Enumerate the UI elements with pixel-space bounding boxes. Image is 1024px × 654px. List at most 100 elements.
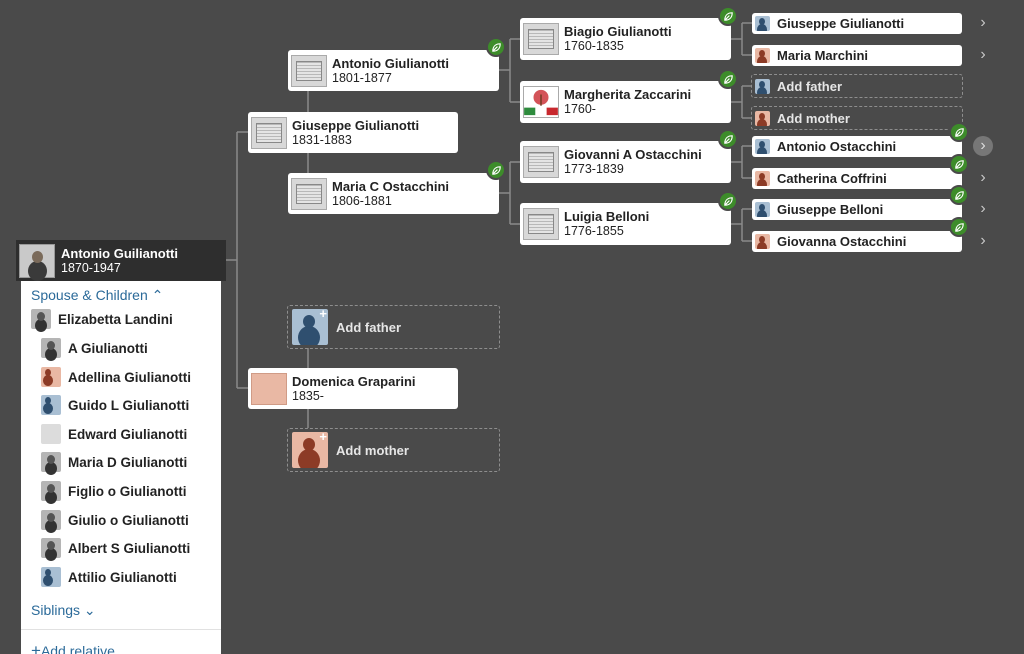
add-father-label: Add father xyxy=(336,319,401,335)
avatar xyxy=(41,424,61,444)
person-name: Biagio Giulianotti xyxy=(564,24,672,39)
child-row[interactable]: Guido L Giulianotti xyxy=(41,395,189,415)
person-dates: 1760- xyxy=(564,102,596,116)
avatar xyxy=(41,510,61,530)
female-avatar-icon xyxy=(755,234,770,249)
focus-person-photo xyxy=(19,243,55,278)
chevron-right-icon[interactable]: › xyxy=(973,136,993,156)
person-dates: 1835- xyxy=(292,388,324,403)
avatar xyxy=(31,309,51,329)
add-mother-label: Add mother xyxy=(336,442,409,458)
add-mother-slot[interactable]: Add mother xyxy=(751,106,963,130)
person-dates: 1801-1877 xyxy=(332,70,392,85)
document-photo xyxy=(523,23,559,55)
family-panel: Spouse & Children ⌃ Elizabetta Landini A… xyxy=(21,281,221,654)
child-row[interactable]: Giulio o Giulianotti xyxy=(41,510,189,530)
avatar xyxy=(41,481,61,501)
avatar xyxy=(41,452,61,472)
female-avatar-icon: + xyxy=(292,432,328,468)
focus-person-dates: 1870-1947 xyxy=(61,260,121,275)
ancestor-row[interactable]: Giuseppe Giulianotti xyxy=(752,13,962,34)
hint-leaf-icon[interactable] xyxy=(718,6,738,26)
female-avatar xyxy=(251,372,287,405)
person-dates: 1806-1881 xyxy=(332,193,392,208)
hint-leaf-icon[interactable] xyxy=(718,129,738,149)
male-avatar-icon: + xyxy=(292,309,328,345)
ancestor-row[interactable]: Catherina Coffrini xyxy=(752,168,962,189)
chevron-right-icon[interactable]: › xyxy=(980,200,986,217)
avatar xyxy=(41,395,61,415)
female-avatar-icon xyxy=(755,110,770,126)
person-dates: 1831-1883 xyxy=(292,132,352,147)
hint-leaf-icon[interactable] xyxy=(949,217,969,237)
male-avatar-icon xyxy=(755,202,770,217)
child-row[interactable]: Edward Giulianotti xyxy=(41,424,187,444)
plus-icon: + xyxy=(31,641,41,654)
child-row[interactable]: A Giulianotti xyxy=(41,338,148,358)
document-photo xyxy=(291,54,327,87)
focus-person-name: Antonio Guilianotti xyxy=(61,245,178,261)
person-name: Giuseppe Giulianotti xyxy=(292,117,420,133)
ancestor-row[interactable]: Maria Marchini xyxy=(752,45,962,66)
child-row[interactable]: Albert S Giulianotti xyxy=(41,538,190,558)
document-photo xyxy=(523,208,559,240)
child-row[interactable]: Attilio Giulianotti xyxy=(41,567,177,587)
ancestor-row[interactable]: Antonio Ostacchini xyxy=(752,136,962,157)
ancestor-row[interactable]: Giuseppe Belloni xyxy=(752,199,962,220)
document-photo xyxy=(251,116,287,149)
family-crest-photo xyxy=(523,86,559,118)
person-dates: 1773-1839 xyxy=(564,162,624,176)
person-name: Luigia Belloni xyxy=(564,209,650,224)
add-relative-link[interactable]: +Add relative xyxy=(31,641,115,654)
focus-person-card[interactable]: Antonio Guilianotti 1870-1947 xyxy=(16,240,226,281)
male-avatar-icon xyxy=(755,139,770,154)
child-row[interactable]: Adellina Giulianotti xyxy=(41,367,191,387)
plus-icon: + xyxy=(319,432,327,444)
add-father-slot[interactable]: + Add father xyxy=(287,305,500,349)
female-avatar-icon xyxy=(755,48,770,63)
hint-leaf-icon[interactable] xyxy=(486,37,506,57)
hint-leaf-icon[interactable] xyxy=(486,160,506,180)
avatar xyxy=(41,338,61,358)
hint-leaf-icon[interactable] xyxy=(949,185,969,205)
divider xyxy=(21,629,221,630)
chevron-down-icon: ⌄ xyxy=(80,602,96,618)
chevron-right-icon[interactable]: › xyxy=(980,14,986,31)
spouse-children-toggle[interactable]: Spouse & Children ⌃ xyxy=(31,287,164,303)
female-avatar-icon xyxy=(755,171,770,186)
avatar xyxy=(41,538,61,558)
male-avatar-icon xyxy=(755,16,770,31)
chevron-up-icon: ⌃ xyxy=(147,287,164,303)
hint-leaf-icon[interactable] xyxy=(949,122,969,142)
person-dates: 1776-1855 xyxy=(564,224,624,238)
chevron-right-icon[interactable]: › xyxy=(980,46,986,63)
add-father-slot[interactable]: Add father xyxy=(751,74,963,98)
person-dates: 1760-1835 xyxy=(564,39,624,53)
document-photo xyxy=(291,177,327,210)
person-name: Giovanni A Ostacchini xyxy=(564,147,702,162)
spouse-row[interactable]: Elizabetta Landini xyxy=(31,309,173,329)
ancestor-row[interactable]: Giovanna Ostacchini xyxy=(752,231,962,252)
person-name: Antonio Giulianotti xyxy=(332,55,449,71)
siblings-toggle[interactable]: Siblings ⌄ xyxy=(31,602,96,618)
hint-leaf-icon[interactable] xyxy=(949,154,969,174)
avatar xyxy=(41,567,61,587)
chevron-right-icon[interactable]: › xyxy=(980,232,986,249)
hint-leaf-icon[interactable] xyxy=(718,69,738,89)
child-row[interactable]: Figlio o Giulianotti xyxy=(41,481,186,501)
person-name: Maria C Ostacchini xyxy=(332,178,450,194)
person-name: Margherita Zaccarini xyxy=(564,87,692,102)
document-photo xyxy=(523,146,559,178)
child-row[interactable]: Maria D Giulianotti xyxy=(41,452,187,472)
add-mother-slot[interactable]: + Add mother xyxy=(287,428,500,472)
chevron-right-icon[interactable]: › xyxy=(980,169,986,186)
hint-leaf-icon[interactable] xyxy=(718,191,738,211)
